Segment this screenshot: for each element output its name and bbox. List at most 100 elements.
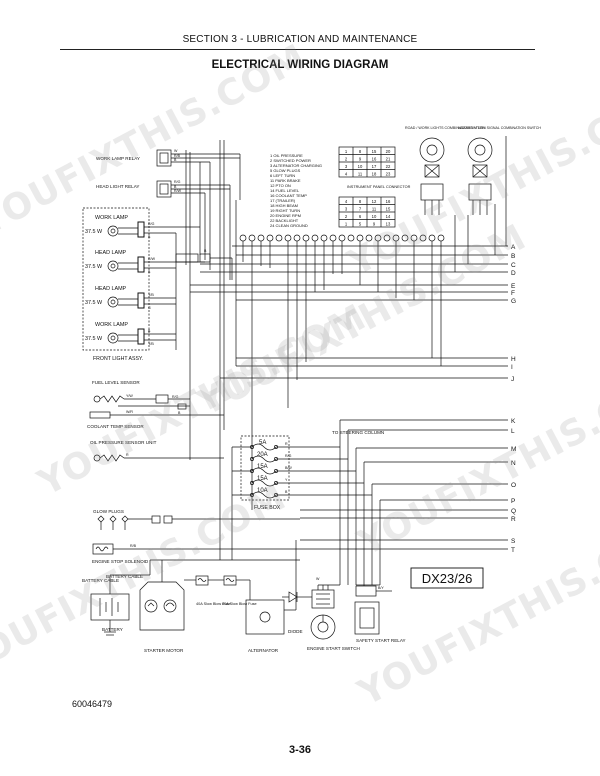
document-number: 60046479 <box>72 699 113 709</box>
terminal-letter: Q <box>511 508 516 515</box>
work-lamp-2-label: WORK LAMP <box>95 322 128 328</box>
pin-number: 23 <box>386 172 391 177</box>
road-work-switch-symbol <box>419 137 445 201</box>
wire-code: B <box>174 185 177 189</box>
pin-legend: 1 OIL PRESSURE 2 SWITCHED POWER 3 ALTERN… <box>270 153 322 228</box>
pin-number: 20 <box>386 149 391 154</box>
pin-number: 6 <box>359 214 362 219</box>
wire-codes: W R/B B R/G B R/W R/G B R/W B Y/B G B Y/… <box>126 149 384 590</box>
pin-number: 2 <box>345 214 348 219</box>
terminal-letter: P <box>511 498 515 505</box>
oil-pressure-sensor-label: OIL PRESSURE SENSOR UNIT <box>90 440 157 445</box>
terminal-letter: L <box>511 428 515 435</box>
pin-legend-item: 20 ENGINE RPM <box>270 213 301 218</box>
pin-number: 2 <box>345 157 348 162</box>
wire-code: R/G <box>174 180 181 184</box>
oil-pressure-sensor-symbol <box>93 454 125 462</box>
battery-cable-2-label: BATTERY CABLE <box>106 574 143 579</box>
pin-number: 3 <box>345 207 348 212</box>
pin-number: 3 <box>345 164 348 169</box>
pin-number: 9 <box>373 222 376 227</box>
pin-number: 18 <box>372 172 377 177</box>
wire-code: W/R <box>126 410 133 414</box>
wire-code: B <box>148 329 151 333</box>
pin-legend-item: 11 PARK BRAKE <box>270 178 301 183</box>
head-lamp-1-label: HEAD LAMP <box>95 250 127 256</box>
work-lamp-relay-body <box>156 149 172 167</box>
terminal-letter: J <box>511 376 514 383</box>
coolant-temp-sensor-symbol <box>89 411 224 419</box>
terminal-letter: M <box>511 446 516 453</box>
wire-code: R/G <box>285 454 292 458</box>
hazard-turn-switch-symbol <box>467 137 493 201</box>
harness-pin-row <box>239 234 445 242</box>
lamp-watt-4: 37.5 W <box>85 336 103 342</box>
lamp-connector <box>175 253 199 263</box>
instrument-connector-upper <box>338 146 396 178</box>
engine-start-switch-label: ENGINE START SWITCH <box>307 646 360 651</box>
coolant-temp-sensor-label: COOLANT TEMP SENSOR <box>87 424 144 429</box>
pin-number: 7 <box>359 207 362 212</box>
terminal-letter: I <box>511 364 513 371</box>
pin-number: 12 <box>372 199 377 204</box>
pin-number: 11 <box>372 207 377 212</box>
terminal-letter: N <box>511 460 516 467</box>
terminal-letter: A <box>511 244 516 251</box>
wire-code: R/B <box>174 154 181 158</box>
pin-legend-item: 18 HIGH BEAM <box>270 203 298 208</box>
wire-code: R <box>285 442 288 446</box>
component-labels: WORK LAMP RELAY HEAD LIGHT RELAY ROAD / … <box>82 126 541 653</box>
connector-pin-numbers: 1 8 15 20 2 9 16 21 3 10 17 22 4 11 18 2… <box>345 149 391 227</box>
wire-code: B <box>174 158 177 162</box>
model-label: DX23/26 <box>422 571 473 586</box>
terminal-letter: H <box>511 356 516 363</box>
pin-legend-item: 1 OIL PRESSURE <box>270 153 303 158</box>
pin-number: 4 <box>345 199 348 204</box>
fuse-rating-3: 15A <box>257 464 268 470</box>
diode-label: DIODE <box>288 629 303 634</box>
pin-number: 15 <box>386 207 391 212</box>
battery-cable-1-label: BATTERY CABLE <box>82 578 119 583</box>
terminal-letter: R <box>511 516 516 523</box>
fuel-level-sensor-symbol <box>93 395 125 403</box>
terminal-letter: T <box>511 547 515 554</box>
head-light-relay-body <box>156 180 172 198</box>
lamp-watt-3: 37.5 W <box>85 300 103 306</box>
lamp-symbols <box>107 225 119 344</box>
battery-label: BATTERY <box>102 627 123 632</box>
wire-code: Y/W <box>126 394 133 398</box>
to-steering-column-label: TO STEERING COLUMN <box>332 430 384 435</box>
slow-blow-fuse-symbols <box>195 575 237 586</box>
wire-code: B <box>148 270 151 274</box>
instrument-panel-connector-label: INSTRUMENT PANEL CONNECTOR <box>347 185 411 189</box>
wire-code: W <box>316 577 320 581</box>
pin-number: 13 <box>386 222 391 227</box>
terminal-letters: A B C D E F G H I J K L M N O P Q R S T <box>511 244 516 554</box>
model-box <box>410 567 484 589</box>
pin-number: 1 <box>345 222 348 227</box>
diagram-title: ELECTRICAL WIRING DIAGRAM <box>211 59 389 71</box>
pin-number: 14 <box>386 214 391 219</box>
wire-code: R/G <box>172 395 179 399</box>
pin-legend-item: 5 GLOW PLUGS <box>270 168 301 173</box>
pin-number: 10 <box>372 214 377 219</box>
safety-start-relay-label: SAFETY START RELAY <box>356 638 406 643</box>
terminal-letter: K <box>511 418 516 425</box>
pin-legend-item: 24 CLEAN GROUND <box>270 223 308 228</box>
pin-legend-item: 3 ALTERNATOR CHARGING <box>270 163 322 168</box>
terminal-letter: S <box>511 538 516 545</box>
slow-blow-fuse-2-label: 40A Slow Blow Fuse <box>222 602 257 606</box>
slow-blow-fuse-1-label: 40A Slow Blow Fuse <box>196 602 231 606</box>
pin-number: 9 <box>359 157 362 162</box>
wire-code: R/B <box>130 544 137 548</box>
engine-start-switch-symbol <box>310 589 336 640</box>
terminal-letter: E <box>511 283 516 290</box>
head-lamp-2-label: HEAD LAMP <box>95 286 127 292</box>
fuse-rating-4: 15A <box>257 476 268 482</box>
fuel-level-sensor-label: FUEL LEVEL SENSOR <box>92 380 140 385</box>
pin-number: 5 <box>359 222 362 227</box>
pin-number: 16 <box>372 157 377 162</box>
fuse-ratings: 5A 20A 15A 15A 10A <box>257 440 268 494</box>
engine-stop-solenoid-symbol <box>92 543 114 555</box>
battery-symbol <box>90 593 130 621</box>
